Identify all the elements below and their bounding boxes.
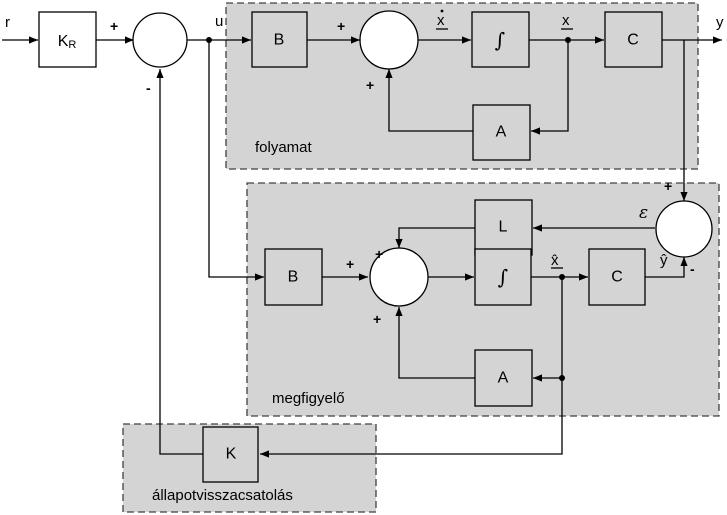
junction-u [206, 37, 212, 43]
obs-b-label: B [288, 269, 299, 286]
signal-u: u [215, 13, 223, 30]
plant-a-block: A [472, 104, 531, 161]
plant-integrator-block: ∫ [471, 11, 530, 68]
observer-sum-junction [369, 247, 429, 307]
input-sum-junction [132, 12, 188, 68]
observer-sum-plus-left: + [346, 256, 354, 272]
plant-sum-plus-left: + [337, 18, 345, 34]
kr-block-subscript: R [68, 39, 76, 51]
obs-b-block: B [264, 248, 323, 306]
plant-region-label: folyamat [255, 139, 313, 156]
junction-x [565, 37, 571, 43]
signal-x-hat: x̂ [551, 252, 563, 269]
obs-integrator-block: ∫ [474, 248, 532, 306]
svg-text:KR: KR [58, 33, 77, 52]
signal-x-label: x [562, 12, 570, 29]
k-block-label: K [226, 446, 237, 463]
signal-y: y [716, 14, 724, 31]
observer-sum-plus-bottom: + [373, 311, 381, 327]
signal-r: r [5, 14, 10, 31]
obs-l-block: L [474, 199, 533, 256]
feedback-region-label: állapotvisszacsatolás [152, 487, 293, 504]
observer-region-label: megfigyelő [272, 390, 345, 407]
signal-x-dot-label: x [437, 12, 445, 29]
signal-y-hat: ŷ [660, 252, 668, 269]
obs-c-label: C [611, 269, 623, 286]
plant-c-label: C [627, 32, 639, 49]
junction-dots [206, 37, 571, 381]
input-sum-minus: - [146, 80, 151, 96]
plant-sum-junction [359, 10, 419, 70]
signal-x-dot: x [436, 9, 448, 30]
plant-b-label: B [274, 32, 285, 49]
plant-sum-plus-bottom: + [366, 77, 374, 93]
plant-integrator-label: ∫ [495, 28, 505, 52]
signal-x: x [561, 12, 573, 30]
signal-epsilon: ε [639, 203, 648, 223]
plant-c-block: C [604, 11, 663, 68]
k-block: K [202, 426, 259, 483]
junction-x-hat [559, 274, 565, 280]
error-sum-minus: - [690, 261, 695, 277]
junction-x-hat-branch [559, 375, 565, 381]
signal-labels: r u y x x x̂ ŷ ε [5, 9, 724, 269]
signal-x-hat-label: x̂ [551, 252, 559, 269]
obs-l-label: L [499, 219, 508, 236]
observer-sum-plus-top: + [375, 246, 383, 262]
obs-a-block: A [474, 349, 533, 407]
error-sum-plus: + [664, 178, 672, 194]
plant-b-block: B [251, 11, 308, 68]
obs-c-block: C [588, 248, 646, 306]
kr-block-label: K [58, 33, 69, 50]
obs-a-label: A [498, 370, 509, 387]
sign-labels: + - + + + - + + + [110, 18, 695, 327]
kr-block: KR [38, 11, 97, 68]
plant-a-label: A [496, 124, 507, 141]
obs-integrator-label: ∫ [498, 265, 508, 289]
input-sum-plus: + [110, 18, 118, 34]
error-sum-junction [655, 200, 713, 258]
